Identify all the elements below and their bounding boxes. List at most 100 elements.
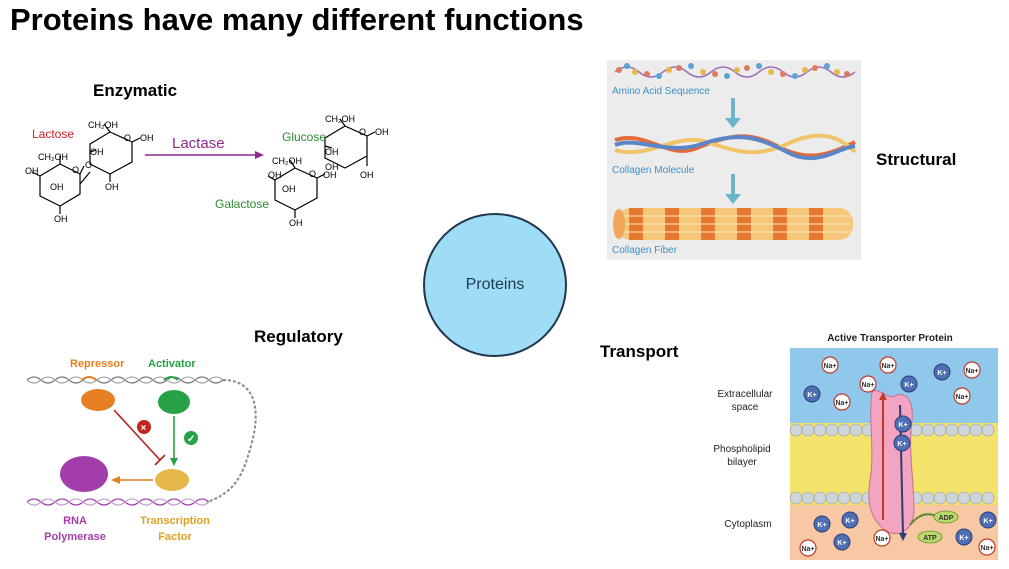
lactase-arrowhead bbox=[255, 151, 264, 159]
chem-label: OH bbox=[282, 184, 296, 194]
collagen-molecule-label: Collagen Molecule bbox=[612, 165, 695, 176]
chem-label: CH₂OH bbox=[272, 156, 302, 166]
chem-label: OH bbox=[375, 127, 389, 137]
space-label: space bbox=[732, 402, 759, 413]
extracellular-label: Extracellular bbox=[717, 389, 773, 400]
svg-text:Na+: Na+ bbox=[875, 536, 888, 543]
svg-text:K+: K+ bbox=[898, 422, 907, 429]
transport-figure: Active Transporter Protein Na+ Na+ Na+ Na+ N… bbox=[713, 333, 998, 560]
regulatory-label: Regulatory bbox=[254, 327, 343, 346]
collagen-fiber-label: Collagen Fiber bbox=[612, 245, 678, 256]
transcription-factor-protein bbox=[155, 469, 189, 491]
rna-polymerase-protein bbox=[60, 456, 108, 492]
repression-line bbox=[113, 409, 161, 461]
amino-acid-sequence-label: Amino Acid Sequence bbox=[612, 86, 710, 97]
chem-label: CH₂OH bbox=[325, 114, 355, 124]
chem-label: OH bbox=[325, 147, 339, 157]
chem-label: OH bbox=[140, 133, 154, 143]
chem-label: OH bbox=[325, 162, 339, 172]
svg-text:Na+: Na+ bbox=[835, 400, 848, 407]
adp-label: ADP bbox=[939, 515, 954, 522]
activator-label: Activator bbox=[148, 358, 196, 370]
svg-text:K+: K+ bbox=[983, 518, 992, 525]
block-icon bbox=[137, 420, 151, 434]
polymerase-label: Polymerase bbox=[44, 531, 106, 543]
atp-label: ATP bbox=[923, 535, 937, 542]
structural-arrow-1 bbox=[731, 98, 735, 120]
lactase-label: Lactase bbox=[172, 135, 225, 152]
transcription-label: Transcription bbox=[140, 515, 210, 527]
svg-text:Na+: Na+ bbox=[955, 394, 968, 401]
svg-text:×: × bbox=[141, 423, 147, 434]
enzymatic-figure: Lactose Lactase Glucose Galactose CH₂OH … bbox=[25, 114, 389, 228]
bilayer-label: bilayer bbox=[727, 457, 757, 468]
svg-text:Na+: Na+ bbox=[965, 368, 978, 375]
chem-label: OH bbox=[25, 166, 39, 176]
atp-badge bbox=[917, 530, 943, 544]
svg-text:K+: K+ bbox=[904, 382, 913, 389]
slide-title: Proteins have many different functions bbox=[10, 2, 584, 37]
lactose-label: Lactose bbox=[32, 127, 74, 141]
collagen-molecule bbox=[614, 133, 857, 160]
svg-text:K+: K+ bbox=[807, 392, 816, 399]
amino-acid-chain bbox=[614, 63, 856, 79]
chem-label: OH bbox=[105, 182, 119, 192]
structural-arrowhead-2 bbox=[725, 194, 741, 204]
svg-text:✓: ✓ bbox=[187, 434, 195, 445]
cytoplasm-label: Cytoplasm bbox=[724, 519, 771, 530]
svg-text:K+: K+ bbox=[817, 522, 826, 529]
structural-label: Structural bbox=[876, 150, 957, 169]
check-icon bbox=[184, 431, 198, 445]
atp-arrow bbox=[909, 513, 937, 526]
structural-arrow-2 bbox=[731, 174, 735, 196]
chem-label: O bbox=[359, 127, 366, 137]
rna-label: RNA bbox=[63, 515, 87, 527]
phospholipid-heads bbox=[789, 423, 995, 505]
activator-protein bbox=[158, 390, 190, 414]
svg-text:Na+: Na+ bbox=[861, 382, 874, 389]
svg-text:Na+: Na+ bbox=[823, 363, 836, 370]
svg-text:K+: K+ bbox=[897, 441, 906, 448]
svg-text:K+: K+ bbox=[959, 535, 968, 542]
transport-label: Transport bbox=[600, 342, 679, 361]
phospholipid-label: Phospholipid bbox=[713, 444, 770, 455]
potassium-ions: K+ K+ K+ K+ K+ K+ K+ K+ K+ K+ bbox=[803, 363, 997, 551]
chem-label: O bbox=[85, 160, 92, 170]
transport-title: Active Transporter Protein bbox=[827, 333, 953, 344]
transporter-protein bbox=[868, 390, 915, 535]
chem-label: O bbox=[309, 169, 316, 179]
adp-badge bbox=[933, 510, 959, 524]
glucose-label: Glucose bbox=[282, 130, 326, 144]
galactose-label: Galactose bbox=[215, 197, 269, 211]
svg-text:Na+: Na+ bbox=[801, 546, 814, 553]
collagen-fiber bbox=[613, 208, 853, 240]
activation-arrowhead bbox=[170, 458, 178, 466]
svg-text:K+: K+ bbox=[837, 540, 846, 547]
proteins-circle-label: Proteins bbox=[465, 276, 525, 293]
chem-label: O bbox=[72, 165, 79, 175]
structural-figure: Amino Acid Sequence Collagen Molecule Co… bbox=[607, 60, 861, 260]
chem-label: OH bbox=[360, 170, 374, 180]
svg-text:Na+: Na+ bbox=[980, 545, 993, 552]
chem-label: CH₂OH bbox=[88, 120, 118, 130]
recruit-arrowhead bbox=[111, 476, 120, 484]
regulatory-figure: Repressor Activator × ✓ RNA Polymerase T… bbox=[26, 358, 257, 543]
structural-arrowhead-1 bbox=[725, 118, 741, 128]
chem-label: OH bbox=[54, 214, 68, 224]
chem-label: OH bbox=[289, 218, 303, 228]
factor-label: Factor bbox=[158, 531, 192, 543]
chem-label: OH bbox=[268, 170, 282, 180]
chem-label: OH bbox=[323, 170, 337, 180]
chem-label: O bbox=[124, 133, 131, 143]
repression-bar bbox=[154, 454, 166, 466]
chem-label: OH bbox=[90, 147, 104, 157]
svg-text:K+: K+ bbox=[845, 518, 854, 525]
repressor-label: Repressor bbox=[70, 358, 125, 370]
svg-text:K+: K+ bbox=[937, 370, 946, 377]
repressor-protein bbox=[81, 389, 115, 411]
dna-strand bbox=[26, 376, 257, 506]
enzymatic-label: Enzymatic bbox=[93, 81, 178, 100]
svg-text:Na+: Na+ bbox=[881, 363, 894, 370]
chem-label: OH bbox=[50, 182, 64, 192]
chem-label: CH₂OH bbox=[38, 152, 68, 162]
